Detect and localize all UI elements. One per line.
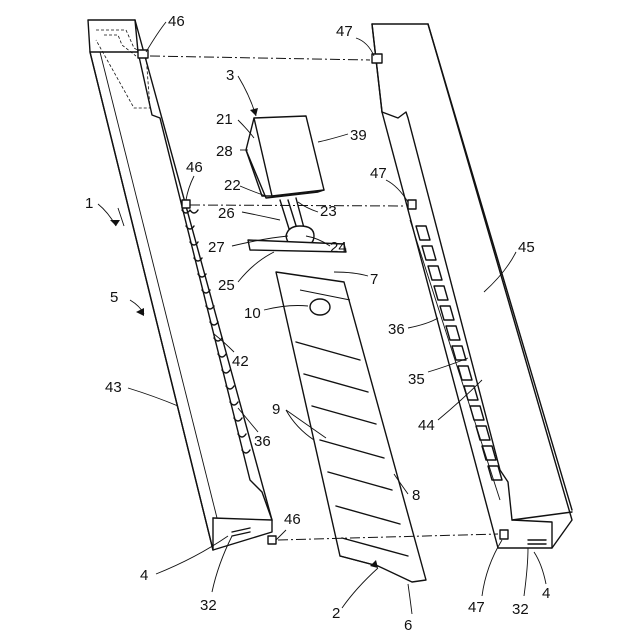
label-44: 44: [418, 417, 435, 434]
label-43: 43: [105, 379, 122, 396]
label-4-left: 4: [140, 567, 148, 584]
label-28: 28: [216, 143, 233, 160]
label-21: 21: [216, 111, 233, 128]
left-case-half: [88, 20, 276, 550]
slider-assembly: [246, 116, 346, 252]
label-22: 22: [224, 177, 241, 194]
label-25: 25: [218, 277, 235, 294]
label-35: 35: [408, 371, 425, 388]
label-27: 27: [208, 239, 225, 256]
label-8: 8: [412, 487, 420, 504]
label-2: 2: [332, 605, 340, 622]
label-6: 6: [404, 617, 412, 634]
label-42: 42: [232, 353, 249, 370]
right-case-half: [372, 24, 572, 548]
label-1: 1: [85, 195, 93, 212]
label-47-bottom: 47: [468, 599, 485, 616]
label-46-mid: 46: [186, 159, 203, 176]
label-10: 10: [244, 305, 261, 322]
label-32-left: 32: [200, 597, 217, 614]
label-7: 7: [370, 271, 378, 288]
label-46-top: 46: [168, 13, 185, 30]
label-32-right: 32: [512, 601, 529, 618]
label-45: 45: [518, 239, 535, 256]
label-4-right: 4: [542, 585, 550, 602]
label-3: 3: [226, 67, 234, 84]
label-23: 23: [320, 203, 337, 220]
label-9: 9: [272, 401, 280, 418]
label-39: 39: [350, 127, 367, 144]
label-47-top: 47: [336, 23, 353, 40]
label-24: 24: [330, 239, 347, 256]
label-47-mid: 47: [370, 165, 387, 182]
label-46-bottom: 46: [284, 511, 301, 528]
label-5: 5: [110, 289, 118, 306]
label-36-left: 36: [254, 433, 271, 450]
label-36-right: 36: [388, 321, 405, 338]
label-26: 26: [218, 205, 235, 222]
